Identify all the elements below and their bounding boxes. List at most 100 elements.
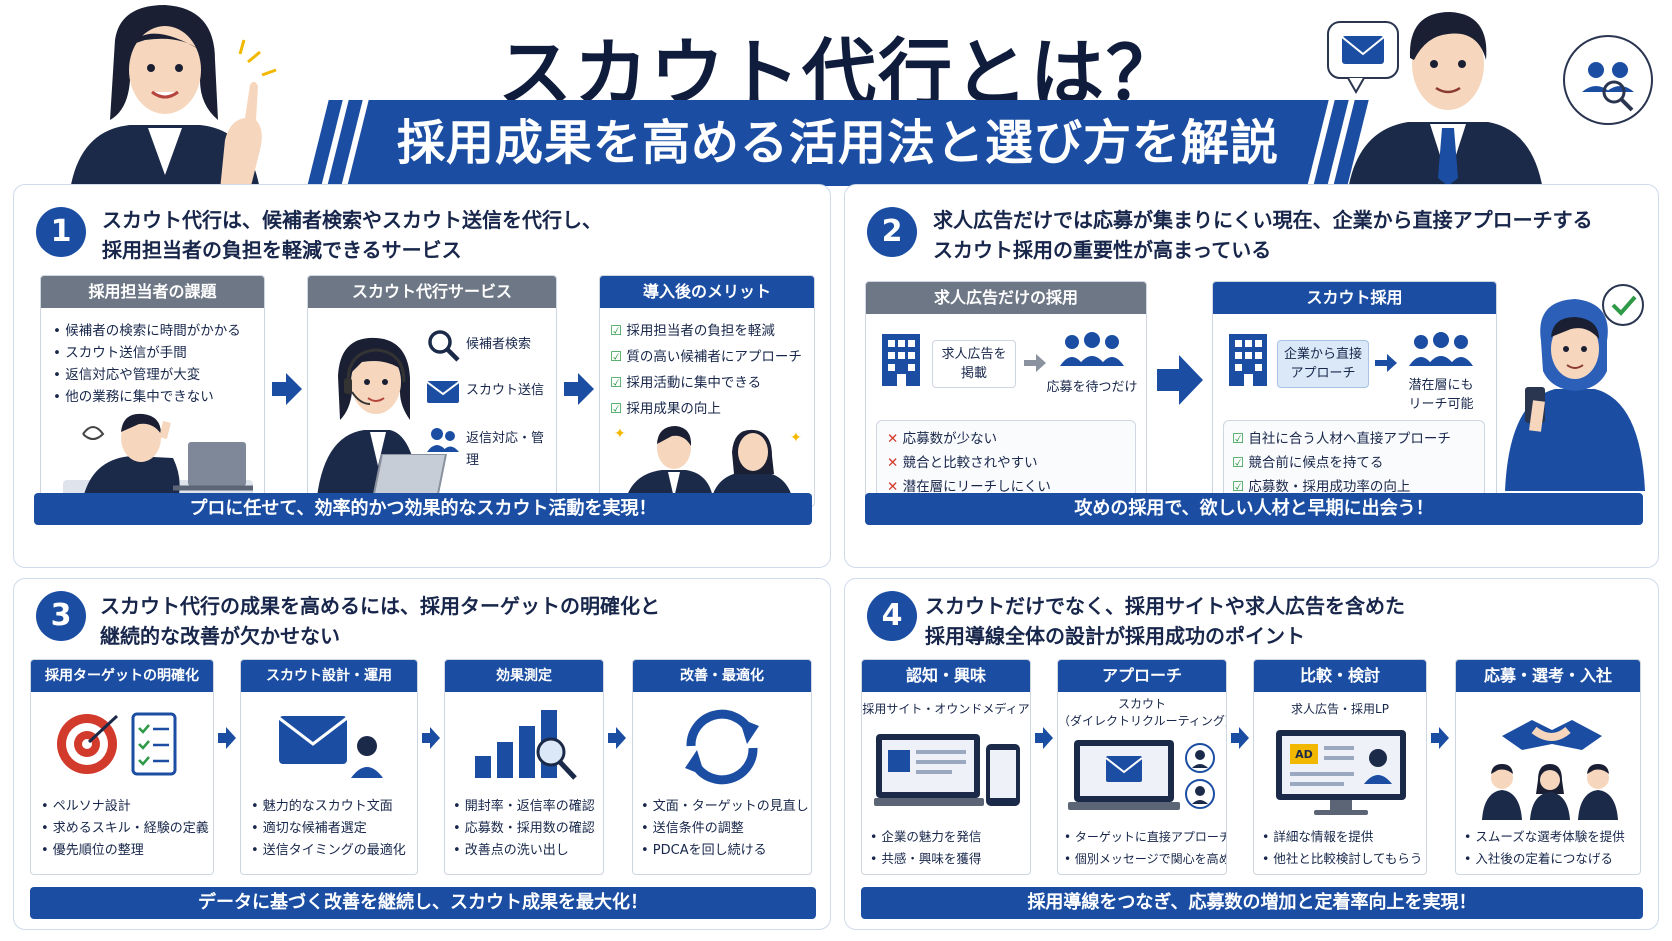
item-list: • スムーズな選考体験を提供• 入社後の定着につなげる — [1464, 829, 1625, 866]
bar-chart-icon — [475, 710, 577, 780]
businessman-arms-crossed-illustration — [1327, 12, 1653, 190]
panel-heading: スカウトだけでなく、採用サイトや求人広告を含めた採用導線全体の設計が採用成功のポ… — [925, 594, 1405, 648]
target-icon — [57, 712, 177, 776]
panel-banner: プロに任せて、効率的かつ効果的なスカウト活動を実現！ — [34, 493, 812, 525]
box-benefits: 導入後のメリット ☑ 採用担当者の負担を軽減 ☑ 質の高い候補者にアプローチ ☑… — [599, 275, 815, 507]
box-target-clarify: 採用ターゲットの明確化 • ペルソナ設計• 求めるスキル・経験の定義• 優先順位… — [30, 659, 214, 875]
envelope-icon — [278, 716, 383, 778]
box-scout-design: スカウト設計・運用 • 魅力的なスカウト文面• 適切な候補者選定• 送信タイミン… — [240, 659, 418, 875]
handshake-team-icon — [1482, 720, 1618, 820]
website-devices-icon — [874, 734, 1020, 806]
box-title: スカウト設計・運用 — [241, 660, 417, 692]
step-wait: 応募を待つだけ — [1046, 380, 1138, 395]
panel-heading: スカウト代行の成果を高めるには、採用ターゲットの明確化と継続的な改善が欠かせない — [100, 594, 660, 648]
stressed-worker-illustration — [63, 413, 253, 504]
box-title: スカウト採用 — [1213, 282, 1496, 314]
panel-number: 4 — [867, 591, 917, 641]
step-reach-latent: 潜在層にもリーチ可能 — [1408, 378, 1474, 412]
box-title: 改善・最適化 — [633, 660, 811, 692]
arrow-right-icon — [608, 727, 626, 749]
box-title: スカウト代行サービス — [308, 276, 556, 308]
arrow-right-icon — [272, 373, 302, 405]
people-group-icon — [1409, 332, 1473, 366]
check-icon: ☑ — [1232, 455, 1245, 471]
search-icon — [428, 330, 460, 362]
check-icon: ☑ — [610, 375, 623, 391]
panel-3: 3 スカウト代行の成果を高めるには、採用ターゲットの明確化と継続的な改善が欠かせ… — [13, 578, 831, 930]
step-direct-approach: 企業から直接アプローチ — [1277, 340, 1369, 388]
issue-list: • 候補者の検索に時間がかかる• スカウト送信が手間 • 返信対応や管理が大変•… — [53, 323, 241, 405]
monitor-ad-icon — [1276, 730, 1406, 815]
cross-icon: ✕ — [887, 455, 899, 471]
office-building-icon — [882, 334, 920, 386]
box-approach: アプローチ スカウト（ダイレクトリクルーティング） • ターゲットに直接アプロー… — [1057, 659, 1227, 875]
box-optimization: 改善・最適化 • 文面・ターゲットの見直し• 送信条件の調整• PDCAを回し続… — [632, 659, 812, 875]
channel-caption: スカウト（ダイレクトリクルーティング） — [1058, 697, 1227, 728]
ad-label: AD — [1295, 748, 1313, 761]
arrow-right-icon — [1431, 727, 1449, 749]
box-title: 導入後のメリット — [600, 276, 814, 308]
cycle-icon — [685, 709, 759, 785]
panel-number: 3 — [36, 591, 86, 641]
box-measurement: 効果測定 • 開封率・返信率の確認• 応募数・採用数の確認• 改善点の洗い出し — [444, 659, 604, 875]
drawback-list: ✕ 応募数が少ない ✕ 競合と比較されやすい ✕ 潜在層にリーチしにくい — [876, 420, 1136, 504]
svg-text:✦: ✦ — [614, 426, 626, 442]
box-title: アプローチ — [1058, 660, 1226, 692]
channel-caption: 求人広告・採用LP — [1291, 702, 1389, 716]
box-job-ad-only: 求人広告だけの採用 求人広告を掲載 応募を待つだけ ✕ 応募数が少ない ✕ 競合… — [865, 281, 1147, 513]
box-title: 求人広告だけの採用 — [866, 282, 1146, 314]
cross-icon: ✕ — [887, 479, 899, 495]
arrow-right-icon — [1231, 727, 1249, 749]
subtitle-banner: 採用成果を高める活用法と選び方を解説 — [307, 100, 1369, 186]
item-list: • ペルソナ設計• 求めるスキル・経験の定義• 優先順位の整理 — [41, 799, 209, 858]
arrow-right-icon — [1024, 354, 1046, 372]
channel-caption: 採用サイト・オウンドメディア — [862, 702, 1030, 716]
step-post-ad: 求人広告を掲載 — [932, 340, 1016, 388]
panel-banner: 採用導線をつなぎ、応募数の増加と定着率向上を実現！ — [861, 887, 1643, 919]
panel-heading: 求人広告だけでは応募が集まりにくい現在、企業から直接アプローチするスカウト採用の… — [933, 208, 1593, 262]
panel-number: 1 — [36, 207, 86, 257]
user-group-icon — [427, 428, 459, 452]
panel-banner: データに基づく改善を継続し、スカウト成果を最大化！ — [30, 887, 816, 919]
panel-2: 2 求人広告だけでは応募が集まりにくい現在、企業から直接アプローチするスカウト採… — [844, 184, 1659, 568]
envelope-icon — [426, 381, 460, 403]
arrow-right-icon — [564, 373, 594, 405]
svg-text:✦: ✦ — [790, 430, 802, 446]
service-item: スカウト送信 — [466, 383, 545, 398]
arrow-right-icon — [1035, 727, 1053, 749]
box-title: 比較・検討 — [1254, 660, 1426, 692]
businesswoman-pointing-illustration — [70, 5, 277, 190]
subtitle: 採用成果を高める活用法と選び方を解説 — [396, 115, 1279, 171]
panel-banner: 攻めの採用で、欲しい人材と早期に出会う！ — [865, 493, 1643, 525]
item-list: • 文面・ターゲットの見直し• 送信条件の調整• PDCAを回し続ける — [641, 799, 809, 858]
panel-number: 2 — [867, 207, 917, 257]
cross-icon: ✕ — [887, 431, 899, 447]
box-comparison: 比較・検討 求人広告・採用LP AD • 詳細な情報を提供• 他社と比較検討して… — [1253, 659, 1427, 875]
box-scout-service: スカウト代行サービス 候補者検索 スカウト送信 返信対応・管理 — [307, 275, 557, 507]
panel-1: 1 スカウト代行は、候補者検索やスカウト送信を代行し、採用担当者の負担を軽減でき… — [13, 184, 831, 568]
item-list: • ターゲットに直接アプローチ• 個別メッセージで関心を高める — [1064, 830, 1227, 866]
box-apply-hire: 応募・選考・入社 • スムーズな選考体験を提供• 入社後の定着につなげる — [1455, 659, 1641, 875]
box-scout-recruiting: スカウト採用 企業から直接アプローチ 潜在層にもリーチ可能 ☑ 自社に合う人材へ… — [1212, 281, 1497, 513]
box-awareness: 認知・興味 採用サイト・オウンドメディア • 企業の魅力を発信• 共感・興味を獲… — [861, 659, 1031, 875]
box-title: 効果測定 — [445, 660, 603, 692]
check-icon: ☑ — [1232, 431, 1245, 447]
people-group-icon — [1060, 332, 1124, 366]
arrow-right-icon — [1375, 354, 1397, 372]
check-icon: ☑ — [610, 349, 623, 365]
benefit-list: ☑ 採用担当者の負担を軽減 ☑ 質の高い候補者にアプローチ ☑ 採用活動に集中で… — [610, 323, 802, 417]
check-icon: ☑ — [1232, 479, 1245, 495]
candidate-with-phone-illustration — [1505, 284, 1645, 491]
item-list: • 開封率・返信率の確認• 応募数・採用数の確認• 改善点の洗い出し — [453, 799, 595, 858]
box-title: 応募・選考・入社 — [1456, 660, 1640, 692]
box-title: 認知・興味 — [862, 660, 1030, 692]
check-icon: ☑ — [610, 323, 623, 339]
arrow-right-icon — [218, 727, 236, 749]
panel-4: 4 スカウトだけでなく、採用サイトや求人広告を含めた採用導線全体の設計が採用成功… — [844, 578, 1659, 930]
arrow-right-icon — [1157, 355, 1203, 405]
service-item: 返信対応・管理 — [466, 431, 545, 468]
box-recruiter-issues: 採用担当者の課題 • 候補者の検索に時間がかかる• スカウト送信が手間 • 返信… — [40, 275, 265, 507]
laptop-message-icon — [1068, 740, 1215, 810]
item-list: • 詳細な情報を提供• 他社と比較検討してもらう — [1262, 829, 1423, 866]
box-title: 採用ターゲットの明確化 — [31, 660, 213, 692]
